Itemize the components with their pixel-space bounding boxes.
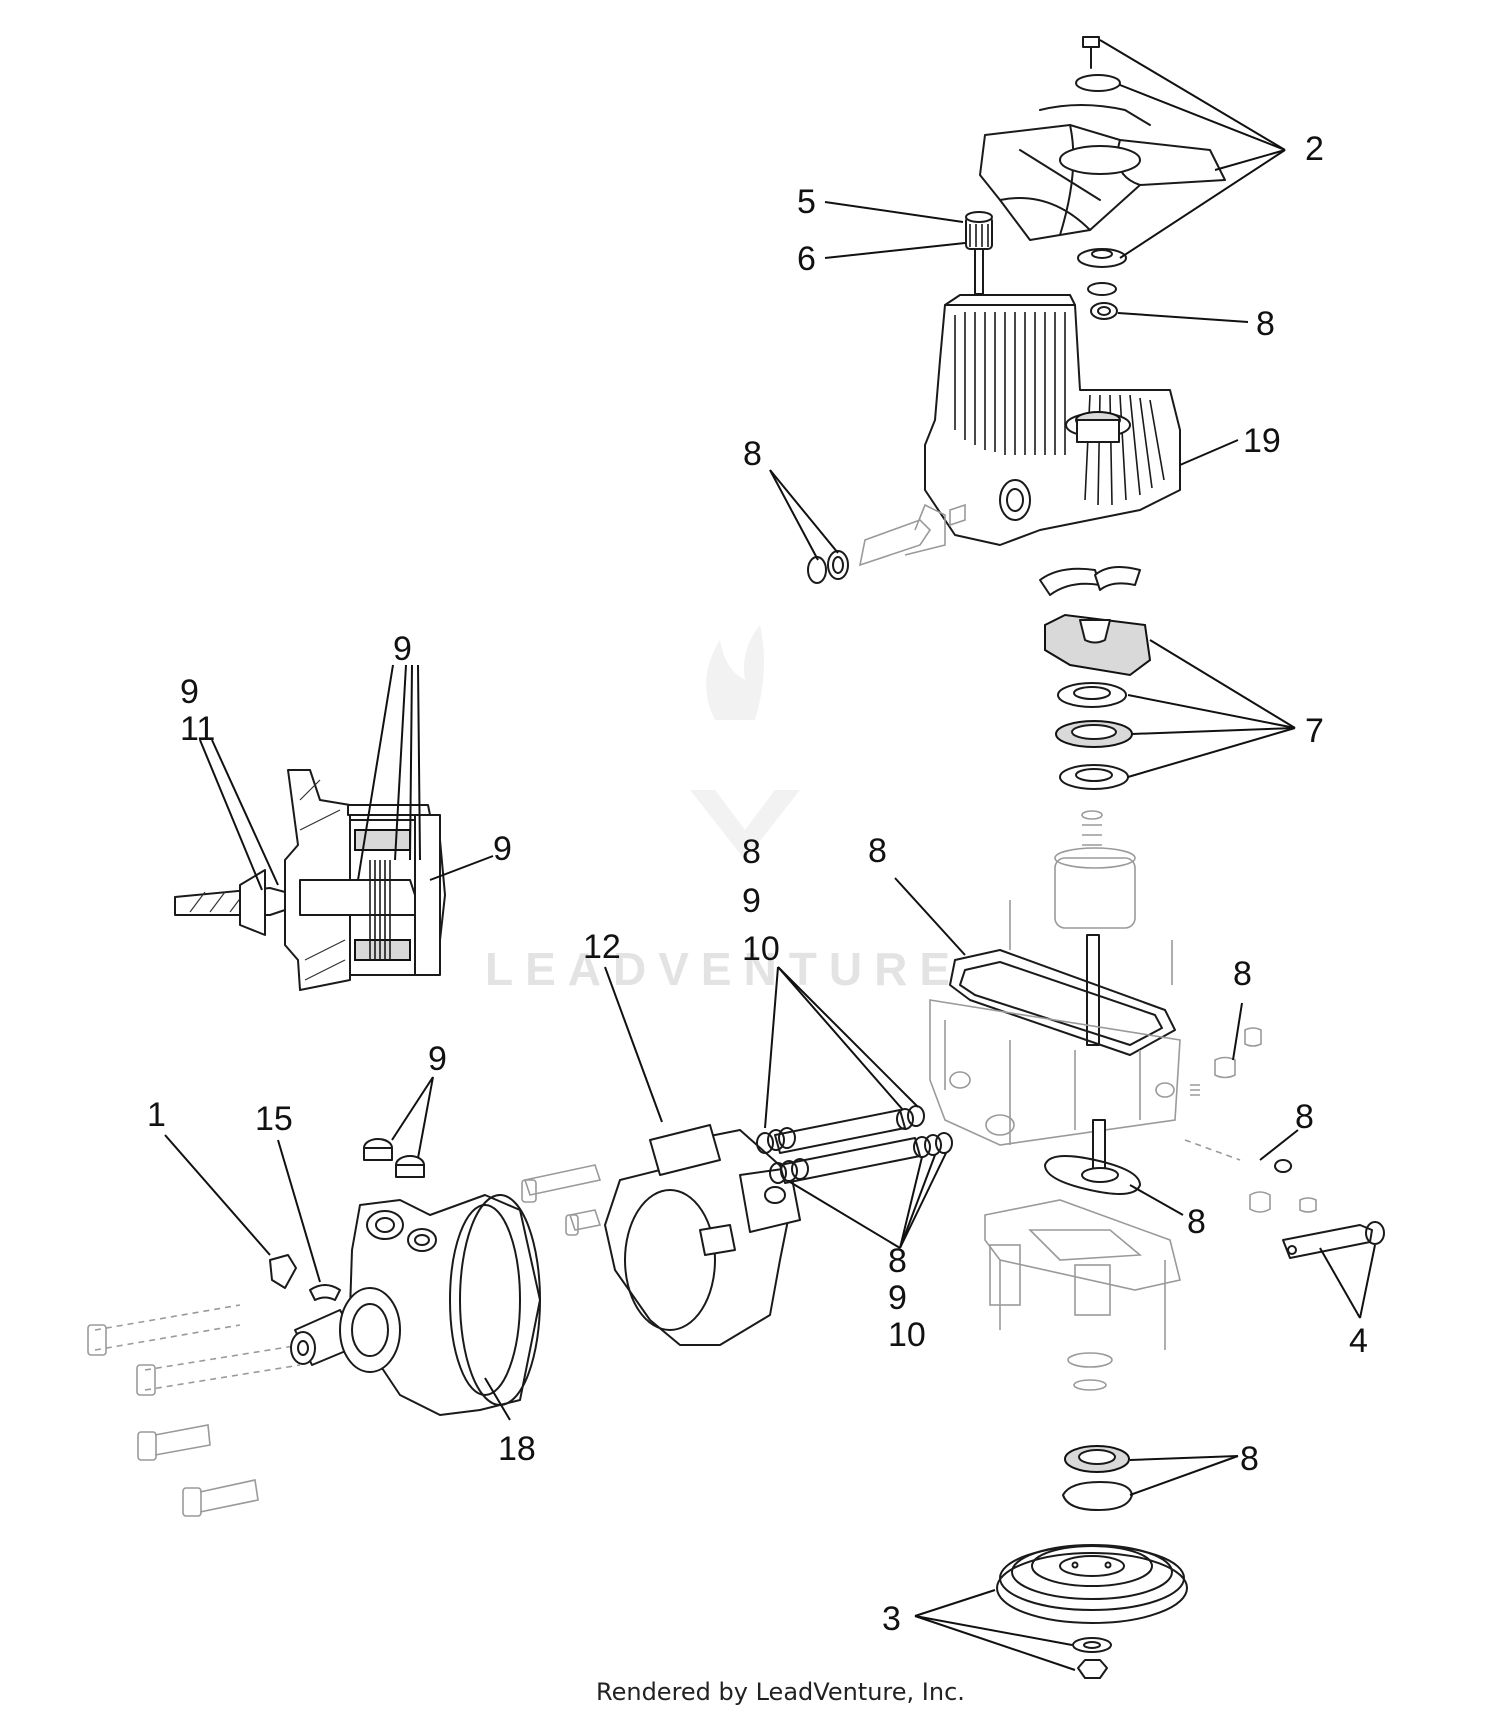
callout-3: 3 xyxy=(882,1600,901,1638)
callout-9-plugs: 9 xyxy=(428,1040,447,1078)
breather-cap-drawing xyxy=(965,211,993,295)
callout-2: 2 xyxy=(1305,130,1324,168)
center-section-drawing xyxy=(929,810,1317,1391)
leader-lines xyxy=(164,39,1376,1671)
callout-8-axle: 8 xyxy=(743,435,762,473)
housing-19-drawing xyxy=(924,294,1181,546)
spline-pack xyxy=(369,860,391,960)
callout-7: 7 xyxy=(1305,712,1324,750)
callout-6: 6 xyxy=(797,240,816,278)
tubes-drawing xyxy=(756,1105,953,1184)
footer-credit: Rendered by LeadVenture, Inc. xyxy=(596,1678,965,1706)
watermark-text: LEADVENTURE xyxy=(485,943,962,995)
control-arm-drawing xyxy=(1282,1221,1385,1259)
callout-8-bottom: 8 xyxy=(1240,1440,1259,1478)
housing-fins xyxy=(954,312,1165,506)
swashplate-drawing xyxy=(1039,565,1152,677)
callout-8-tubes-bot: 8 xyxy=(888,1242,907,1280)
callout-10-tubes-top: 10 xyxy=(742,930,780,968)
callout-15: 15 xyxy=(255,1100,293,1138)
callout-4: 4 xyxy=(1349,1322,1368,1360)
callout-9-section-right: 9 xyxy=(493,830,512,868)
callout-9-tubes-bot: 9 xyxy=(888,1279,907,1317)
lower-seal-drawing xyxy=(1062,1445,1133,1511)
callout-8-fan: 8 xyxy=(1256,305,1275,343)
axle-seal-drawing xyxy=(807,503,966,584)
callout-11-section: 11 xyxy=(180,710,215,748)
callout-8-port-a: 8 xyxy=(1233,955,1252,993)
callout-9-section-left: 9 xyxy=(180,673,199,711)
fan-assembly-drawing xyxy=(979,36,1226,320)
callout-9-section-top: 9 xyxy=(393,630,412,668)
manifold-drawing xyxy=(521,1124,801,1346)
callout-9-tubes-top: 9 xyxy=(742,882,761,920)
pulley-drawing xyxy=(996,1544,1188,1679)
callout-5: 5 xyxy=(797,183,816,221)
callout-19: 19 xyxy=(1243,422,1281,460)
watermark: LEADVENTURE xyxy=(485,625,962,995)
cross-section-drawing xyxy=(174,769,446,991)
thrust-bearing-drawing xyxy=(1055,682,1133,790)
wheel-motor-drawing xyxy=(87,1138,541,1517)
callout-1: 1 xyxy=(147,1096,166,1134)
callout-12: 12 xyxy=(583,928,621,966)
callout-8-port-b: 8 xyxy=(1295,1098,1314,1136)
callout-8-tubes-top: 8 xyxy=(742,833,761,871)
callout-8-gasket: 8 xyxy=(868,832,887,870)
watermark-logo-icon xyxy=(690,625,800,860)
callout-8-oring: 8 xyxy=(1187,1203,1206,1241)
callout-10-tubes-bot: 10 xyxy=(888,1316,926,1354)
callout-18: 18 xyxy=(498,1430,536,1468)
callout-labels: 2 5 6 8 19 8 7 8 8 9 10 12 8 8 8 8 9 10 … xyxy=(147,130,1368,1638)
